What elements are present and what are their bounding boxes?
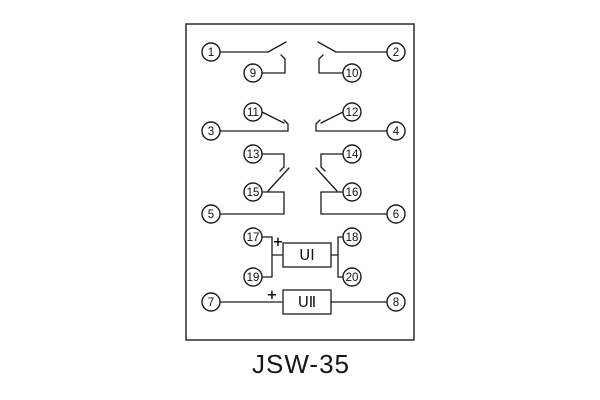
terminal-6-label: 6 <box>393 209 399 221</box>
wire-terminal-5 <box>219 191 285 215</box>
terminal-19: 19 <box>243 267 263 287</box>
terminal-12: 12 <box>342 102 362 122</box>
terminal-16: 16 <box>342 182 362 202</box>
terminal-20-label: 20 <box>346 272 359 284</box>
contact-blade-15 <box>267 167 290 192</box>
wire-terminal-9 <box>261 54 286 74</box>
terminal-18: 18 <box>342 227 362 247</box>
contact-blade-11 <box>261 111 285 124</box>
terminal-7-label: 7 <box>208 297 214 309</box>
terminal-16-label: 16 <box>346 187 359 199</box>
contact-blade-16 <box>315 167 338 192</box>
terminal-17: 17 <box>243 227 263 247</box>
terminal-14-label: 14 <box>346 149 359 161</box>
terminal-4-label: 4 <box>393 126 400 138</box>
model-title: JSW-35 <box>252 349 350 379</box>
wire-terminal-13 <box>261 153 285 172</box>
terminal-1-label: 1 <box>208 47 214 59</box>
terminal-9: 9 <box>243 63 263 83</box>
terminal-19-label: 19 <box>247 272 260 284</box>
unit-u2-label: UⅡ <box>298 293 316 311</box>
terminal-7: 7 <box>201 292 221 312</box>
contact-wiring <box>219 41 388 303</box>
terminal-18-label: 18 <box>346 232 359 244</box>
unit-u1: UⅠ + <box>273 235 332 268</box>
terminal-1: 1 <box>201 42 221 62</box>
wire-terminal-6 <box>320 191 388 215</box>
wire-terminal-4 <box>315 119 388 132</box>
wire-terminals-18-20 <box>337 236 344 278</box>
wire-terminal-3 <box>219 119 289 132</box>
terminal-9-label: 9 <box>250 68 256 80</box>
unit-u1-polarity-plus: + <box>273 235 284 250</box>
contact-blade-2 <box>317 41 337 53</box>
terminal-2-label: 2 <box>393 47 399 59</box>
unit-u2: UⅡ + <box>267 288 332 315</box>
wire-terminal-10 <box>318 54 344 74</box>
terminal-11-label: 11 <box>247 107 259 119</box>
relay-case-outline <box>185 23 415 341</box>
unit-u1-label: UⅠ <box>299 246 314 264</box>
terminal-3-label: 3 <box>208 126 214 138</box>
terminal-12-label: 12 <box>346 107 359 119</box>
terminal-8: 8 <box>386 292 406 312</box>
terminal-11: 11 <box>243 102 263 122</box>
terminal-15: 15 <box>243 182 263 202</box>
unit-u2-polarity-plus: + <box>267 288 278 303</box>
terminal-15-label: 15 <box>247 187 260 199</box>
wire-terminal-14 <box>320 153 344 172</box>
terminal-5-label: 5 <box>208 209 214 221</box>
wire-terminals-17-19 <box>261 236 273 278</box>
terminal-13: 13 <box>243 144 263 164</box>
terminal-3: 3 <box>201 121 221 141</box>
unit-u2-box <box>282 289 332 315</box>
terminal-17-label: 17 <box>247 232 260 244</box>
terminal-14: 14 <box>342 144 362 164</box>
terminal-8-label: 8 <box>393 297 399 309</box>
terminal-2: 2 <box>386 42 406 62</box>
terminal-5: 5 <box>201 204 221 224</box>
contact-blade-1 <box>267 41 287 53</box>
terminal-10-label: 10 <box>346 68 359 80</box>
contact-blade-12 <box>320 111 344 124</box>
terminal-10: 10 <box>342 63 362 83</box>
terminal-13-label: 13 <box>247 149 260 161</box>
unit-u1-box <box>282 242 332 268</box>
terminal-6: 6 <box>386 204 406 224</box>
terminal-20: 20 <box>342 267 362 287</box>
terminal-4: 4 <box>386 121 406 141</box>
